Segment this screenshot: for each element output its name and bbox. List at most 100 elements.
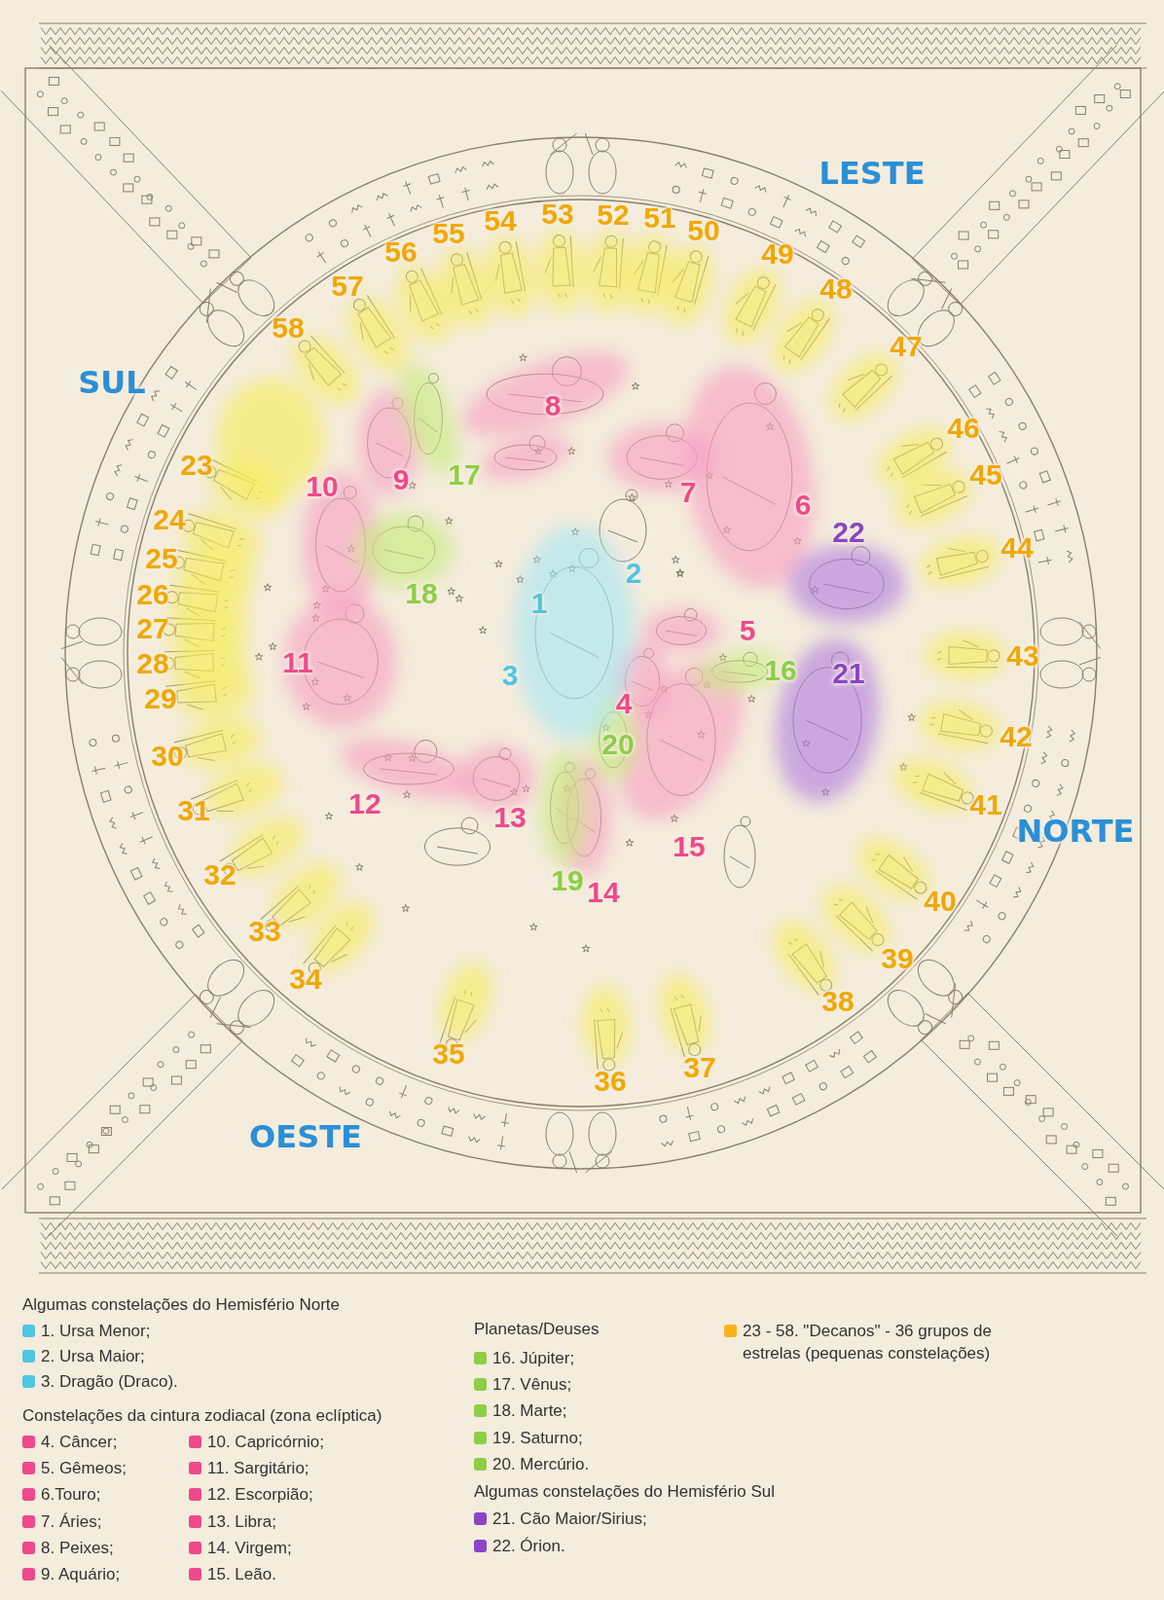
supporting-figure <box>78 660 122 689</box>
legend-item: 3. Dragão (Draco). <box>22 1371 179 1394</box>
hieroglyph-ring <box>988 371 1001 385</box>
hieroglyph-ring <box>124 437 134 451</box>
legend-swatch <box>188 1461 202 1475</box>
legend-swatch <box>22 1435 36 1449</box>
hieroglyph-ring <box>111 734 120 743</box>
corner-band <box>128 1092 135 1099</box>
hieroglyph-ring <box>130 868 143 881</box>
hieroglyph-ring <box>1066 549 1073 563</box>
highlight-blob <box>763 629 892 810</box>
hieroglyph-ring <box>741 1118 755 1127</box>
corner-band <box>60 125 71 134</box>
corner-band <box>140 1105 150 1114</box>
callout-number: 40 <box>923 886 956 916</box>
supporting-figure <box>66 667 80 682</box>
supporting-figure <box>945 299 966 320</box>
legend-heading: Planetas/Deuses <box>473 1320 600 1338</box>
supporting-figure <box>595 1154 610 1168</box>
corner-band <box>134 176 141 182</box>
hieroglyph-ring <box>675 161 689 168</box>
supporting-figure <box>588 150 617 194</box>
hieroglyph-ring <box>717 1125 727 1134</box>
hieroglyph-ring <box>351 1064 361 1074</box>
corner-band <box>191 237 202 246</box>
zodiac-figure <box>455 594 464 602</box>
legend-text: 6.Touro; <box>40 1484 101 1507</box>
hieroglyph-ring <box>351 1064 361 1074</box>
hieroglyph-ring <box>416 1118 426 1128</box>
corner-band <box>958 231 969 240</box>
hieroglyph-ring <box>1013 886 1022 899</box>
hieroglyph-ring <box>1046 497 1062 510</box>
corner-band <box>981 221 987 228</box>
hieroglyph-ring <box>157 425 170 438</box>
corner-band <box>48 108 59 116</box>
direction-label: NORTE <box>1017 815 1135 847</box>
hieroglyph-ring <box>120 524 130 534</box>
highlight-blob <box>713 258 792 354</box>
hieroglyph-ring <box>149 389 160 401</box>
corner-band <box>951 253 958 259</box>
hieroglyph-ring <box>729 177 739 186</box>
hieroglyph-ring <box>1018 421 1027 431</box>
hieroglyph-ring <box>109 817 117 831</box>
direction-label: LESTE <box>819 157 926 189</box>
supporting-figure <box>227 1018 248 1038</box>
legend-heading: Algumas constelações do Hemisfério Norte <box>22 1296 340 1313</box>
hieroglyph-ring <box>175 940 185 950</box>
hieroglyph-ring <box>792 1093 804 1106</box>
hieroglyph-ring <box>1005 454 1021 468</box>
corner-band <box>999 1063 1006 1070</box>
hieroglyph-ring <box>1025 862 1035 875</box>
hieroglyph-ring <box>759 1087 772 1095</box>
zodiac-figure <box>671 555 680 563</box>
hieroglyph-ring <box>1056 784 1064 798</box>
legend-text: 14. Virgem; <box>207 1537 292 1561</box>
corner-band <box>1039 1115 1046 1122</box>
hieroglyph-ring <box>1018 480 1028 490</box>
zodiac-figure <box>729 856 750 869</box>
hieroglyph-ring <box>1025 862 1035 875</box>
hieroglyph-ring <box>1029 446 1039 456</box>
hieroglyph-ring <box>989 874 1002 888</box>
hieroglyph-ring <box>1041 752 1049 765</box>
hieroglyph-ring <box>428 174 440 185</box>
zodiac-figure <box>747 694 756 702</box>
hieroglyph-ring <box>291 1054 305 1067</box>
supporting-figure <box>936 982 971 1018</box>
zigzag-line <box>40 47 1141 55</box>
callout-number: 51 <box>643 203 676 233</box>
hieroglyph-ring <box>435 193 447 210</box>
hieroglyph-ring <box>805 207 818 217</box>
legend-swatch <box>188 1567 202 1581</box>
hieroglyph-ring <box>409 204 423 213</box>
legend-text: 18. Marte; <box>492 1400 568 1423</box>
hieroglyph-ring <box>133 472 149 486</box>
callout-number: 42 <box>999 722 1032 752</box>
hieroglyph-ring <box>113 463 122 476</box>
supporting-figure <box>196 299 217 320</box>
zigzag-line <box>40 1252 1141 1260</box>
highlight-blob <box>651 968 719 1060</box>
corner-band <box>988 1041 999 1050</box>
callout-number: 45 <box>969 460 1002 490</box>
corner-band <box>1068 128 1075 135</box>
hieroglyph-ring <box>805 207 818 217</box>
callout-number: 22 <box>832 517 865 547</box>
hieroglyph-ring <box>1002 851 1015 864</box>
legend-text: 8. Peixes; <box>40 1537 114 1561</box>
corner-band <box>1082 1164 1089 1170</box>
hieroglyph-ring <box>113 463 122 476</box>
hieroglyph-ring <box>91 763 107 775</box>
direction-label: SUL <box>77 366 146 399</box>
callout-number: 17 <box>447 460 480 490</box>
hieroglyph-ring <box>1031 779 1041 789</box>
hieroglyph-ring <box>157 425 170 438</box>
callout-number: 56 <box>384 237 417 267</box>
callout-number: 47 <box>889 331 922 362</box>
hieroglyph-ring <box>496 1135 507 1151</box>
hieroglyph-ring <box>123 785 133 795</box>
hieroglyph-ring <box>163 881 173 894</box>
supporting-figure <box>880 982 931 1033</box>
